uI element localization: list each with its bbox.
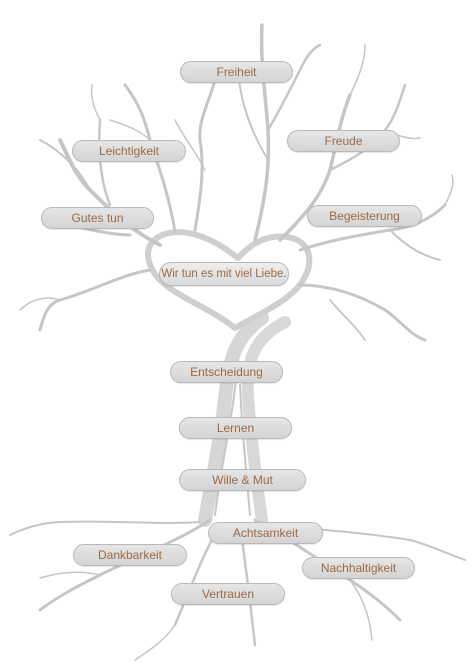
value-dankbarkeit: Dankbarkeit — [73, 544, 187, 566]
value-freude: Freude — [287, 130, 400, 152]
value-freiheit: Freiheit — [180, 61, 293, 83]
value-begeisterung: Begeisterung — [307, 205, 422, 227]
value-leichtigkeit: Leichtigkeit — [72, 140, 186, 162]
value-entscheidung: Entscheidung — [170, 361, 283, 383]
tree-roots — [38, 518, 212, 612]
value-wille-mut: Wille & Mut — [179, 469, 306, 491]
value-vertrauen: Vertrauen — [171, 583, 285, 605]
value-gutes-tun: Gutes tun — [41, 207, 154, 229]
value-nachhaltigkeit: Nachhaltigkeit — [302, 557, 415, 579]
center-motto: Wir tun es mit viel Liebe. — [159, 262, 289, 286]
heart-branch — [145, 229, 313, 331]
value-lernen: Lernen — [179, 417, 292, 439]
value-achtsamkeit: Achtsamkeit — [208, 522, 323, 544]
